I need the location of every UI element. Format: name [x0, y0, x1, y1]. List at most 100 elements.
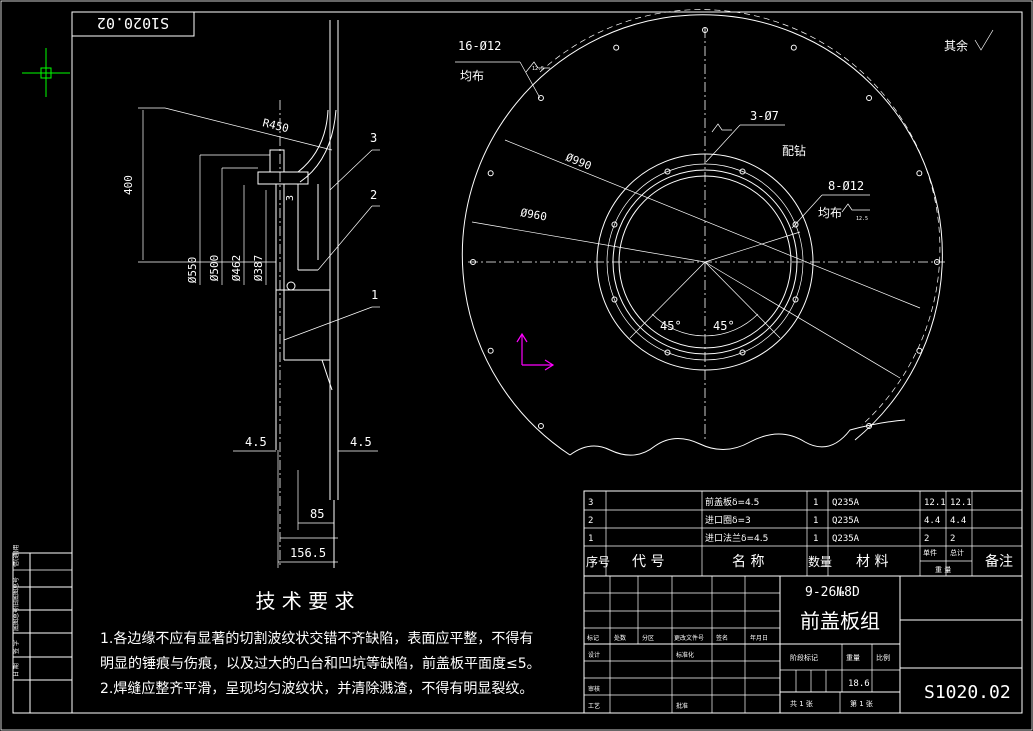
- bolt-hole: [866, 94, 873, 101]
- dia-500: Ø500: [208, 255, 221, 282]
- dim-400: 400: [122, 175, 135, 195]
- outer-bolt-holes: [470, 27, 940, 430]
- dia-462: Ø462: [230, 255, 243, 282]
- sheets-total: 共 1 张: [790, 699, 813, 708]
- dia-960: Ø960: [519, 206, 547, 223]
- title-block: 9-26№8D 前盖板组 18.6 阶段标记 重量 比例 共 1 张 第 1 张…: [584, 576, 1022, 713]
- weight-value: 18.6: [848, 679, 870, 689]
- bolt-hole: [790, 44, 797, 51]
- bom-row3-no: 3: [588, 498, 593, 508]
- bom-row1-total: 2: [950, 534, 955, 544]
- bom-header-name: 名 称: [732, 554, 764, 570]
- sign-label-4: 工艺: [588, 702, 600, 710]
- bom-header-no: 序号: [586, 554, 610, 569]
- bolt-hole: [611, 221, 618, 228]
- tech-line-3: 2.焊缝应整齐平滑，呈现均匀波纹状，并清除溅渣，不得有明显裂纹。: [100, 680, 533, 697]
- side-strip: 借(通)用 旧底图总号 底图总号 签 字 日 期: [12, 544, 73, 714]
- dim-4.5-left: 4.5: [245, 435, 267, 449]
- callout-1: 1: [371, 288, 378, 302]
- bom-row1-no: 1: [588, 534, 593, 544]
- dim-4.5-right: 4.5: [350, 435, 372, 449]
- bolt-hole: [934, 259, 940, 265]
- tech-line-1: 1.各边缘不应有显著的切割波纹状交错不齐缺陷，表面应平整，不得有: [100, 630, 533, 647]
- bom-row3-qty: 1: [813, 498, 818, 508]
- tech-requirements: 技 术 要 求 1.各边缘不应有显著的切割波纹状交错不齐缺陷，表面应平整，不得有…: [100, 589, 541, 697]
- bom-row2-unit: 4.4: [924, 516, 940, 526]
- dia-990: Ø990: [564, 151, 593, 173]
- side-label-3: 底图总号: [12, 607, 20, 631]
- sign-label-3: 审核: [588, 685, 600, 693]
- bom-row3-material: Q235A: [832, 498, 860, 508]
- sign-label-5: 批准: [676, 702, 688, 710]
- bolt-hole: [487, 347, 494, 354]
- bolt-hole: [613, 44, 620, 51]
- side-label-1: 借(通)用: [12, 544, 20, 567]
- holes-mid-label: 3-Ø7: [750, 109, 779, 123]
- bom-row1-material: Q235A: [832, 534, 860, 544]
- drawing-frame: [71, 11, 1023, 714]
- bom-header-total: 总计: [950, 548, 964, 557]
- holes-outer-note: 均布: [460, 69, 484, 83]
- bolt-hole: [537, 423, 544, 430]
- bolt-hole: [537, 94, 544, 101]
- stage-label: 阶段标记: [790, 653, 818, 662]
- angle-45-right: 45°: [713, 319, 735, 333]
- bolt-hole: [739, 168, 746, 175]
- bolt-hole: [611, 296, 618, 303]
- bolt-hole: [664, 349, 671, 356]
- sheet-number: 第 1 张: [850, 699, 873, 708]
- drawing-number: S1020.02: [924, 682, 1011, 703]
- drawing-number-box: S1020.02: [71, 11, 195, 37]
- bom-table: 3 前盖板δ=4.5 1 Q235A 12.1 12.1 2 进口圈δ=3 1 …: [583, 490, 1023, 714]
- drawing-number-mirrored: S1020.02: [97, 14, 169, 32]
- bom-header-material: 材 料: [856, 554, 888, 570]
- model-number: 9-26№8D: [805, 585, 860, 600]
- holes-inner-note: 均布: [818, 206, 842, 220]
- holes-inner-label: 8-Ø12: [828, 179, 864, 193]
- bom-row2-total: 4.4: [950, 516, 966, 526]
- bom-row3-total: 12.1: [950, 498, 972, 508]
- rev-label-1: 标记: [587, 634, 599, 642]
- front-view: Ø990 Ø960 45° 45° 16-Ø12 均布 3-Ø7 配钻 8-Ø1…: [455, 9, 994, 456]
- sign-label-2: 标准化: [676, 651, 694, 659]
- bolt-hole: [664, 168, 671, 175]
- bolt-hole: [470, 259, 476, 265]
- bolt-hole: [739, 349, 746, 356]
- tech-line-2: 明显的锤痕与伤痕，以及过大的凸台和凹坑等缺陷，前盖板平面度≤5。: [100, 655, 541, 672]
- side-label-5: 日 期: [12, 663, 20, 677]
- tech-title: 技 术 要 求: [255, 589, 354, 613]
- holes-mid-note: 配钻: [782, 143, 806, 158]
- bom-header-code: 代 号: [632, 554, 664, 570]
- bom-row3-unit: 12.1: [924, 498, 946, 508]
- callout-3: 3: [370, 131, 377, 145]
- surface-finish-note: 其余: [944, 38, 968, 53]
- bom-row2-name: 进口圈δ=3: [705, 515, 751, 526]
- ucs-icon: [516, 332, 555, 371]
- bolt-hole: [916, 170, 923, 177]
- side-label-4: 签 字: [12, 640, 20, 654]
- dim-85: 85: [310, 507, 324, 521]
- rev-label-6: 年月日: [750, 634, 768, 642]
- section-view: R450 400 Ø550 Ø500 Ø462 Ø387 3 3 2 1 4.5…: [122, 20, 380, 568]
- dim-156.5: 156.5: [290, 546, 326, 560]
- dia-550: Ø550: [186, 257, 199, 284]
- rev-label-5: 签名: [716, 634, 728, 642]
- bom-row2-qty: 1: [813, 516, 818, 526]
- rev-label-3: 分区: [642, 634, 654, 642]
- part-name: 前盖板组: [800, 609, 880, 633]
- roughness-label-2: 12.5: [532, 66, 544, 72]
- bom-row2-no: 2: [588, 516, 593, 526]
- bolt-hole: [866, 423, 873, 430]
- bolt-hole: [792, 296, 799, 303]
- bom-row1-name: 进口法兰δ=4.5: [705, 532, 768, 544]
- bolt-hole: [916, 347, 923, 354]
- holes-outer-label: 16-Ø12: [458, 39, 501, 53]
- dim-3: 3: [285, 195, 296, 201]
- crosshair-cursor-icon: [22, 48, 70, 97]
- bom-row1-unit: 2: [924, 534, 929, 544]
- callout-2: 2: [370, 188, 377, 202]
- bom-header-weight: 重 量: [935, 566, 951, 574]
- scale-label: 比例: [876, 653, 890, 662]
